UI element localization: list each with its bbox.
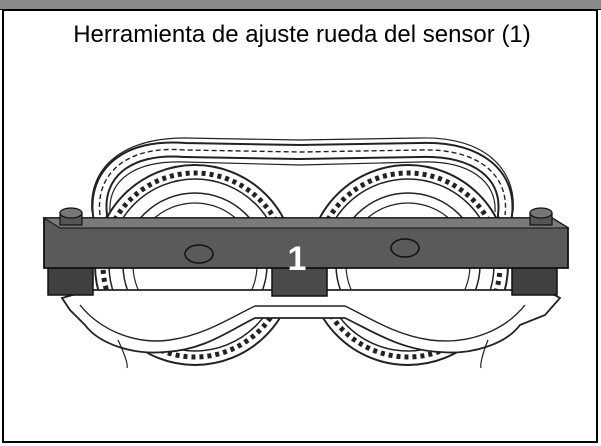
- timing-chain: [91, 137, 514, 223]
- cylinder-head: [60, 289, 562, 369]
- figure-caption: Herramienta de ajuste rueda del sensor (…: [73, 21, 531, 48]
- right-bolt: [529, 207, 553, 226]
- tool-callout-number: 1: [288, 240, 307, 278]
- left-bolt: [59, 207, 83, 226]
- adjustment-tool: [42, 217, 570, 297]
